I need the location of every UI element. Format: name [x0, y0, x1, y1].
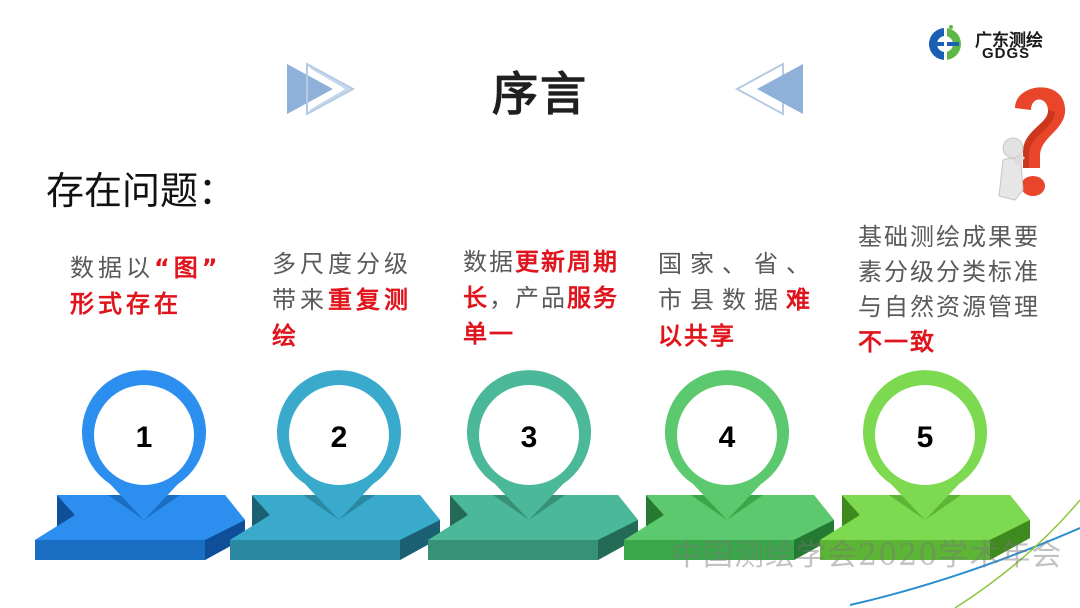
step-5-text-2: 素分级分类标准 — [858, 258, 1040, 286]
step-1-arrow — [35, 495, 245, 560]
logo-name: 广东测绘 — [975, 31, 1043, 51]
step-5-highlight: 不一致 — [858, 328, 936, 356]
step-5-pin: 5 — [862, 370, 987, 520]
step-2-number: 2 — [331, 421, 348, 454]
step-3-number: 3 — [521, 421, 538, 454]
step-3-text: 数据 — [463, 248, 515, 276]
step-3-highlight-4: 单一 — [463, 320, 515, 348]
step-5-arrow — [820, 495, 1030, 560]
step-2-highlight-2: 绘 — [272, 322, 300, 350]
title-left-arrows-icon — [734, 62, 803, 116]
step-3-highlight-3: 服务 — [567, 284, 619, 312]
step-3-pin: 3 — [466, 370, 591, 520]
step-5-description: 基础测绘成果要 素分级分类标准 与自然资源管理 不一致 — [858, 220, 1073, 360]
gdgs-logo-icon — [929, 25, 961, 62]
step-4-highlight: 难 — [786, 286, 818, 314]
step-4-text-2: 市县数据 — [658, 286, 786, 314]
logo-abbr: GDGS — [982, 45, 1031, 62]
step-4-highlight-2: 以共享 — [658, 322, 736, 350]
step-2-text: 多尺度分级 — [272, 250, 412, 278]
section-heading: 存在问题： — [46, 169, 237, 213]
step-3-description: 数据更新周期 长，产品服务 单一 — [463, 244, 643, 352]
page-title: 序言 — [492, 67, 588, 121]
step-3-highlight: 更新周期 — [515, 248, 619, 276]
thinking-figure-question-mark-icon — [998, 87, 1066, 201]
decorative-green-curve — [954, 499, 1080, 608]
step-4-text: 国家、省、 — [658, 250, 818, 278]
step-1-text: 数据以 — [70, 254, 154, 282]
step-4-pin: 4 — [664, 370, 789, 520]
step-1-highlight: “图” — [154, 254, 222, 282]
decorative-blue-curve — [849, 527, 1080, 606]
step-2-description: 多尺度分级 带来重复测 绘 — [272, 246, 442, 354]
step-3-highlight-2: 长 — [463, 284, 489, 312]
process-arrows: 1 2 3 4 — [35, 370, 1080, 608]
step-1-highlight-2: 形式存在 — [70, 290, 182, 318]
step-2-highlight: 重复测 — [328, 286, 412, 314]
step-5-number: 5 — [917, 421, 934, 454]
step-2-pin: 2 — [277, 370, 401, 520]
step-1-description: 数据以“图” 形式存在 — [70, 250, 260, 322]
step-5-text: 基础测绘成果要 — [858, 223, 1040, 251]
step-4-description: 国家、省、 市县数据难 以共享 — [658, 246, 838, 354]
step-1-pin: 1 — [81, 370, 206, 520]
title-right-arrows-icon — [287, 62, 356, 116]
step-3-arrow — [428, 495, 638, 560]
step-2-text-2: 带来 — [272, 286, 328, 314]
conference-watermark: 中国测绘学会2020学术年会 — [672, 538, 1063, 573]
step-5-text-3: 与自然资源管理 — [858, 293, 1040, 321]
step-4-number: 4 — [719, 421, 736, 454]
step-3-text-2: ，产品 — [489, 284, 567, 312]
step-1-number: 1 — [136, 421, 153, 454]
